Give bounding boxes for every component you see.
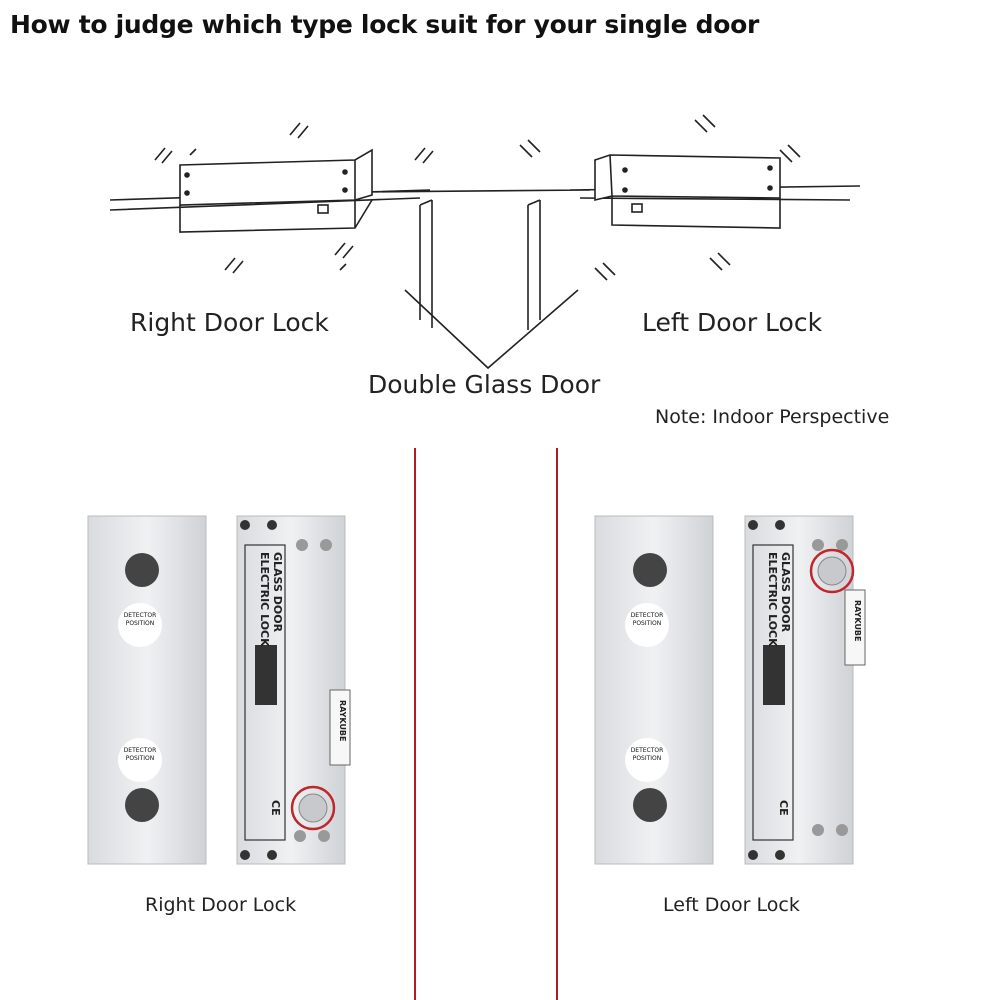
right-door-lock-photo [87,515,351,865]
right-door-lock-caption: Right Door Lock [145,894,297,916]
ce-mark: CE [269,800,282,816]
highlight-circle-left [809,548,855,594]
detector-label: DETECTOR POSITION [123,612,157,627]
left-door-lock-label: Left Door Lock [642,308,823,337]
right-door-lock-label: Right Door Lock [130,308,329,337]
brand-label: RAYKUBE [853,600,862,642]
double-glass-door-label: Double Glass Door [368,370,601,399]
left-door-lock-photo [594,515,866,865]
note-text: Note: Indoor Perspective [655,406,890,428]
detector-label: DETECTOR POSITION [630,612,664,627]
detector-label: DETECTOR POSITION [123,747,157,762]
detector-label: DETECTOR POSITION [630,747,664,762]
product-line1: GLASS DOOR [779,552,792,633]
left-door-lock-caption: Left Door Lock [663,894,800,916]
ce-mark: CE [777,800,790,816]
highlight-circle-right [290,785,336,831]
product-line2: ELECTRIC LOCK [258,552,271,647]
brand-label: RAYKUBE [338,700,347,742]
page-title: How to judge which type lock suit for yo… [10,10,760,39]
product-line1: GLASS DOOR [271,552,284,633]
product-line2: ELECTRIC LOCK [766,552,779,647]
